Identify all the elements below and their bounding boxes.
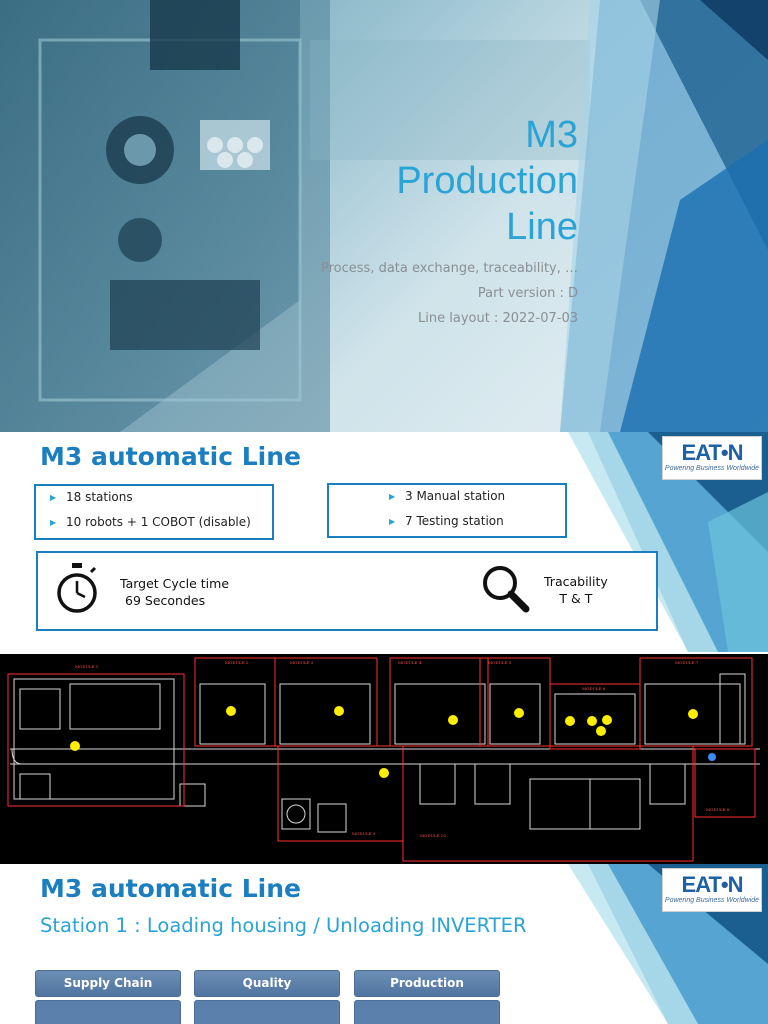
- supply-chain-panel: [35, 1000, 181, 1024]
- layout-label: MODULE 2: [225, 660, 249, 665]
- bullet-item: 3 Manual station: [389, 489, 505, 503]
- robot-marker: [70, 741, 80, 751]
- cycle-time-value: 69 Secondes: [125, 593, 206, 608]
- title-subtitle: Process, data exchange, traceability, … …: [321, 256, 578, 331]
- robot-marker: [334, 706, 344, 716]
- title-line: M3: [525, 114, 578, 156]
- traceability-value: T & T: [559, 591, 593, 606]
- quality-panel: [194, 1000, 340, 1024]
- layout-label: MODULE 8: [706, 807, 730, 812]
- manual-testing-box: 3 Manual station 7 Testing station: [327, 483, 567, 538]
- title-line: Production: [396, 160, 578, 202]
- title-line: Line: [506, 206, 578, 248]
- title-slide: M3 Production Line Process, data exchang…: [0, 0, 768, 432]
- layout-label: MODULE 5: [488, 660, 512, 665]
- robot-marker: [226, 706, 236, 716]
- main-title: M3 Production Line: [396, 112, 578, 250]
- kpi-box: Target Cycle time 69 Secondes Tracabilit…: [36, 551, 658, 631]
- magnifier-icon: [483, 566, 530, 613]
- cycle-time-title: Target Cycle time: [120, 576, 230, 591]
- bullet-item: 18 stations: [50, 490, 133, 504]
- logo-word: EAT•N: [681, 440, 744, 465]
- layout-label: MODULE 10: [420, 833, 446, 838]
- subtitle-line: Part version : D: [477, 286, 578, 301]
- station-subtitle: Station 1 : Loading housing / Unloading …: [40, 914, 527, 937]
- layout-label: MODULE 6: [582, 686, 606, 691]
- robot-marker: [596, 726, 606, 736]
- slide-title: M3 automatic Line: [40, 874, 301, 903]
- robot-marker: [602, 715, 612, 725]
- subtitle-line: Line layout : 2022-07-03: [418, 311, 578, 326]
- slide-title: M3 automatic Line: [40, 442, 301, 471]
- layout-label: MODULE 3: [290, 660, 314, 665]
- stopwatch-icon: [57, 563, 97, 613]
- bullet-item: 10 robots + 1 COBOT (disable): [50, 515, 251, 529]
- layout-label: MODULE 1: [75, 664, 98, 669]
- logo-tagline: Powering Business Worldwide: [664, 897, 760, 904]
- layout-label: MODULE 9: [352, 831, 376, 836]
- eaton-logo: EAT•N Powering Business Worldwide: [662, 868, 762, 912]
- cobot-marker: [708, 753, 716, 761]
- robot-marker: [448, 715, 458, 725]
- traceability-label: Tracability T & T: [544, 573, 608, 607]
- tab-production[interactable]: Production: [354, 970, 500, 997]
- robot-marker: [587, 716, 597, 726]
- tab-supply-chain[interactable]: Supply Chain: [35, 970, 181, 997]
- subtitle-line: Process, data exchange, traceability, …: [321, 261, 578, 276]
- layout-label: MODULE 4: [398, 660, 422, 665]
- traceability-title: Tracability: [544, 574, 608, 589]
- robot-marker: [379, 768, 389, 778]
- robot-marker: [514, 708, 524, 718]
- line-layout-drawing: MODULE 1 MODULE 2 MODULE 3 MODULE 4 MODU…: [0, 654, 768, 864]
- stations-box: 18 stations 10 robots + 1 COBOT (disable…: [34, 484, 274, 540]
- station-slide: M3 automatic Line EAT•N Powering Busines…: [0, 864, 768, 1024]
- pcb-background-illustration: [0, 0, 768, 432]
- production-panel: [354, 1000, 500, 1024]
- logo-word: EAT•N: [681, 872, 744, 897]
- bullet-item: 7 Testing station: [389, 514, 504, 528]
- logo-tagline: Powering Business Worldwide: [664, 465, 760, 472]
- robot-marker: [565, 716, 575, 726]
- overview-slide: M3 automatic Line EAT•N Powering Busines…: [0, 432, 768, 864]
- cycle-time-label: Target Cycle time 69 Secondes: [120, 575, 229, 609]
- layout-label: MODULE 7: [675, 660, 699, 665]
- robot-marker: [688, 709, 698, 719]
- tab-quality[interactable]: Quality: [194, 970, 340, 997]
- eaton-logo: EAT•N Powering Business Worldwide: [662, 436, 762, 480]
